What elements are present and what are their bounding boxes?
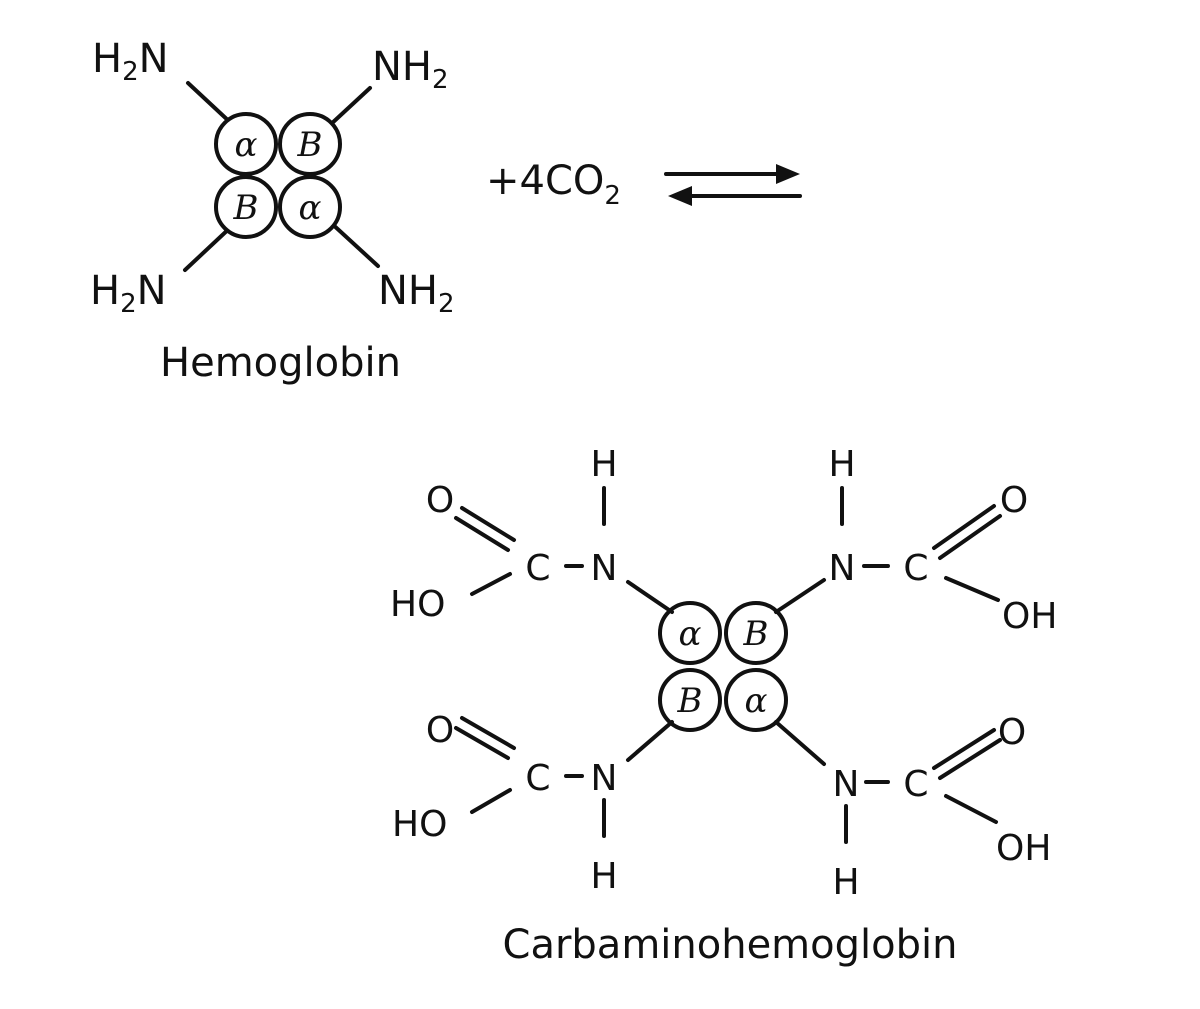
carbaminohemoglobin-caption: Carbaminohemoglobin bbox=[503, 922, 958, 968]
svg-text:C: C bbox=[525, 548, 550, 589]
svg-text:OH: OH bbox=[1002, 596, 1057, 637]
subunit-label: α bbox=[745, 681, 768, 721]
subunit-label: B bbox=[233, 188, 259, 228]
svg-text:N: N bbox=[591, 548, 618, 589]
subunit-label: α bbox=[299, 188, 322, 228]
subunit-circle: α bbox=[214, 112, 278, 176]
svg-text:O: O bbox=[1000, 480, 1028, 521]
svg-text:H: H bbox=[590, 444, 617, 485]
svg-text:C: C bbox=[903, 764, 928, 805]
subunit-circle: B bbox=[214, 175, 278, 239]
subunit-label: B bbox=[743, 614, 769, 654]
svg-text:C: C bbox=[903, 548, 928, 589]
svg-text:H: H bbox=[832, 862, 859, 903]
carbamate-group: H N C O OH bbox=[774, 444, 1057, 637]
reagent-group: +4CO2 bbox=[486, 158, 621, 211]
amine-label: NH2 bbox=[378, 268, 455, 319]
subunit-circle: α bbox=[278, 175, 342, 239]
svg-text:O: O bbox=[426, 710, 454, 751]
svg-text:HO: HO bbox=[392, 804, 447, 845]
amine-label: NH2 bbox=[372, 44, 449, 95]
carbamate-group: N H C O HO bbox=[392, 710, 674, 897]
svg-text:H: H bbox=[590, 856, 617, 897]
svg-text:C: C bbox=[525, 758, 550, 799]
svg-text:N: N bbox=[829, 548, 856, 589]
svg-text:OH: OH bbox=[996, 828, 1051, 869]
subunit-circle: α bbox=[658, 601, 722, 665]
subunit-label: α bbox=[235, 125, 258, 165]
amine-label: H2N bbox=[92, 36, 169, 87]
svg-text:N: N bbox=[591, 758, 618, 799]
carbaminohemoglobin-structure: α B B α H N C O HO bbox=[390, 444, 1057, 968]
subunit-circle: B bbox=[724, 601, 788, 665]
svg-text:HO: HO bbox=[390, 584, 445, 625]
subunit-label: B bbox=[297, 125, 323, 165]
amine-label: H2N bbox=[90, 268, 167, 319]
carbamate-group: N H C O OH bbox=[774, 712, 1051, 903]
subunit-circle: B bbox=[658, 668, 722, 732]
svg-text:O: O bbox=[998, 712, 1026, 753]
subunit-circle: B bbox=[278, 112, 342, 176]
svg-text:H: H bbox=[828, 444, 855, 485]
hemoglobin-caption: Hemoglobin bbox=[160, 340, 401, 386]
bond-line bbox=[183, 224, 234, 272]
hemoglobin-structure: α B B α H2N NH2 H2N NH2 Hemoglobin bbox=[90, 36, 455, 386]
bond-line bbox=[328, 86, 372, 127]
reagent-label: +4CO2 bbox=[486, 158, 621, 211]
svg-text:N: N bbox=[833, 764, 860, 805]
subunit-label: B bbox=[677, 681, 703, 721]
subunit-circle: α bbox=[724, 668, 788, 732]
svg-text:O: O bbox=[426, 480, 454, 521]
equilibrium-arrow bbox=[664, 164, 802, 206]
bond-line bbox=[328, 220, 380, 268]
subunit-label: α bbox=[679, 614, 702, 654]
bond-line bbox=[186, 81, 234, 126]
carbamate-group: H N C O HO bbox=[390, 444, 674, 625]
